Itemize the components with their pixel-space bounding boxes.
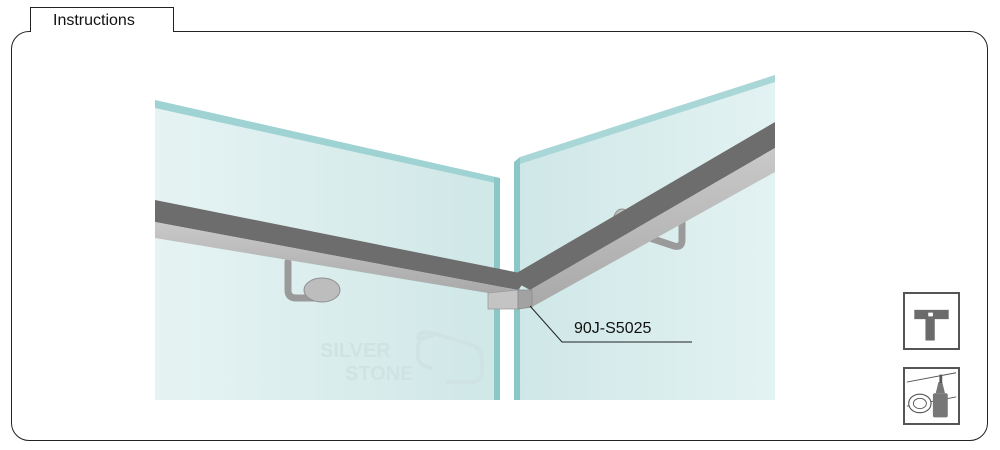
left-handrail [155,200,530,310]
watermark-line2: STONE [345,363,414,385]
hex-key-tool [903,292,960,350]
watermark-line1: SILVER [320,340,391,362]
corner-connector [517,289,533,310]
glue-tube-icon [906,372,957,418]
right-handrail [508,122,775,307]
instructions-tab[interactable]: Instructions [30,7,174,32]
part-callout: 90J-S5025 [529,305,692,343]
watermark: SILVER STONE [320,329,484,385]
part-label: 90J-S5025 [574,320,651,337]
watermark-logo-icon [416,329,484,384]
glue-tool [903,367,960,425]
instructions-tab-label: Instructions [53,12,135,29]
hex-key-icon [914,309,949,341]
left-bracket [284,258,341,303]
